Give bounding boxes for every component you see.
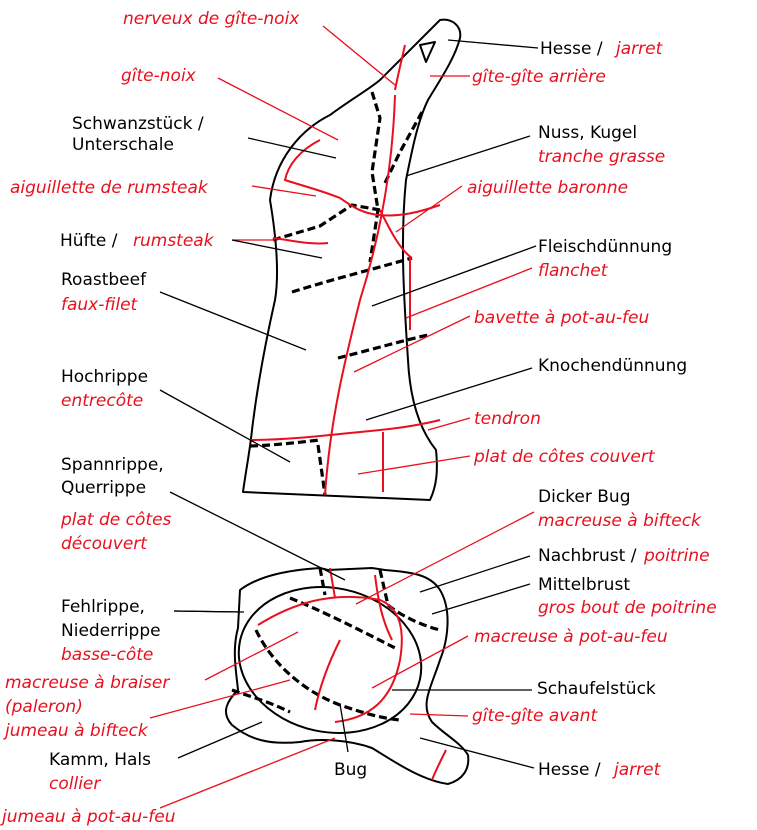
label-collier: collier [49, 774, 101, 794]
label-basse-cote: basse-côte [61, 645, 153, 665]
label-unterschale: Unterschale [72, 135, 174, 155]
forequarter-outline [225, 568, 468, 784]
label-jumeau-a-bifteck: jumeau à bifteck [3, 721, 149, 741]
label-plat-de-cotes: plat de côtes [60, 510, 172, 530]
label-poitrine: poitrine [643, 546, 710, 566]
label-aiguillette-de-rumsteak: aiguillette de rumsteak [10, 178, 209, 198]
label-rumsteak: rumsteak [133, 231, 215, 251]
label-decouvert: découvert [61, 534, 148, 554]
label-fehlrippe: Fehlrippe, [61, 597, 145, 617]
label-nachbrust: Nachbrust / [538, 546, 637, 566]
forequarter-red-lines [258, 568, 446, 780]
label-spannrippe: Spannrippe, [61, 455, 164, 475]
forequarter-cut-lines [232, 568, 440, 720]
label-mittelbrust: Mittelbrust [538, 575, 630, 595]
label-aiguillette-baronne: aiguillette baronne [467, 178, 628, 198]
label-nerveux-de-gite-noix: nerveux de gîte-noix [123, 9, 300, 29]
label-hesse-top-de: Hesse / [540, 39, 603, 59]
label-macreuse-a-bifteck: macreuse à bifteck [538, 511, 702, 531]
label-querrippe: Querrippe [61, 478, 146, 498]
label-faux-filet: faux-filet [61, 295, 139, 315]
label-plat-de-cotes-couvert: plat de côtes couvert [473, 447, 656, 467]
label-schaufelstueck: Schaufelstück [537, 679, 656, 699]
label-gite-gite-avant: gîte-gîte avant [472, 706, 598, 726]
label-macreuse-a-braiser: macreuse à braiser [5, 673, 170, 693]
label-paleron: (paleron) [5, 697, 83, 717]
label-kamm-hals: Kamm, Hals [49, 750, 151, 770]
label-jumeau-a-pot-au-feu: jumeau à pot-au-feu [0, 807, 176, 827]
label-gite-gite-arriere: gîte-gîte arrière [472, 67, 606, 87]
hindquarter-outline [243, 20, 460, 500]
label-hochrippe: Hochrippe [61, 367, 148, 387]
label-bug: Bug [334, 760, 367, 780]
label-hesse-top-fr: jarret [614, 39, 664, 59]
label-dicker-bug: Dicker Bug [538, 487, 630, 507]
label-niederrippe: Niederrippe [61, 621, 161, 641]
label-hesse-bottom-fr: jarret [612, 760, 662, 780]
labels: nerveux de gîte-noix Hesse / jarret gîte… [0, 9, 717, 827]
label-hesse-bottom-de: Hesse / [538, 760, 601, 780]
label-schwanzstueck: Schwanzstück / [72, 114, 204, 134]
label-fleischduennung: Fleischdünnung [538, 237, 672, 257]
label-entrecote: entrecôte [61, 391, 143, 411]
label-knochenduennung: Knochendünnung [538, 356, 687, 376]
label-tendron: tendron [474, 409, 541, 429]
label-gite-noix: gîte-noix [121, 66, 197, 86]
label-roastbeef: Roastbeef [61, 270, 147, 290]
hindquarter-red-lines [250, 45, 440, 495]
label-bavette-a-pot-au-feu: bavette à pot-au-feu [474, 308, 650, 328]
label-macreuse-a-pot-au-feu: macreuse à pot-au-feu [474, 627, 668, 647]
label-nuss-kugel: Nuss, Kugel [538, 123, 637, 143]
label-tranche-grasse: tranche grasse [538, 147, 665, 167]
label-flanchet: flanchet [538, 261, 609, 281]
label-huefte: Hüfte / [60, 231, 118, 251]
label-gros-bout-de-poitrine: gros bout de poitrine [538, 598, 717, 618]
